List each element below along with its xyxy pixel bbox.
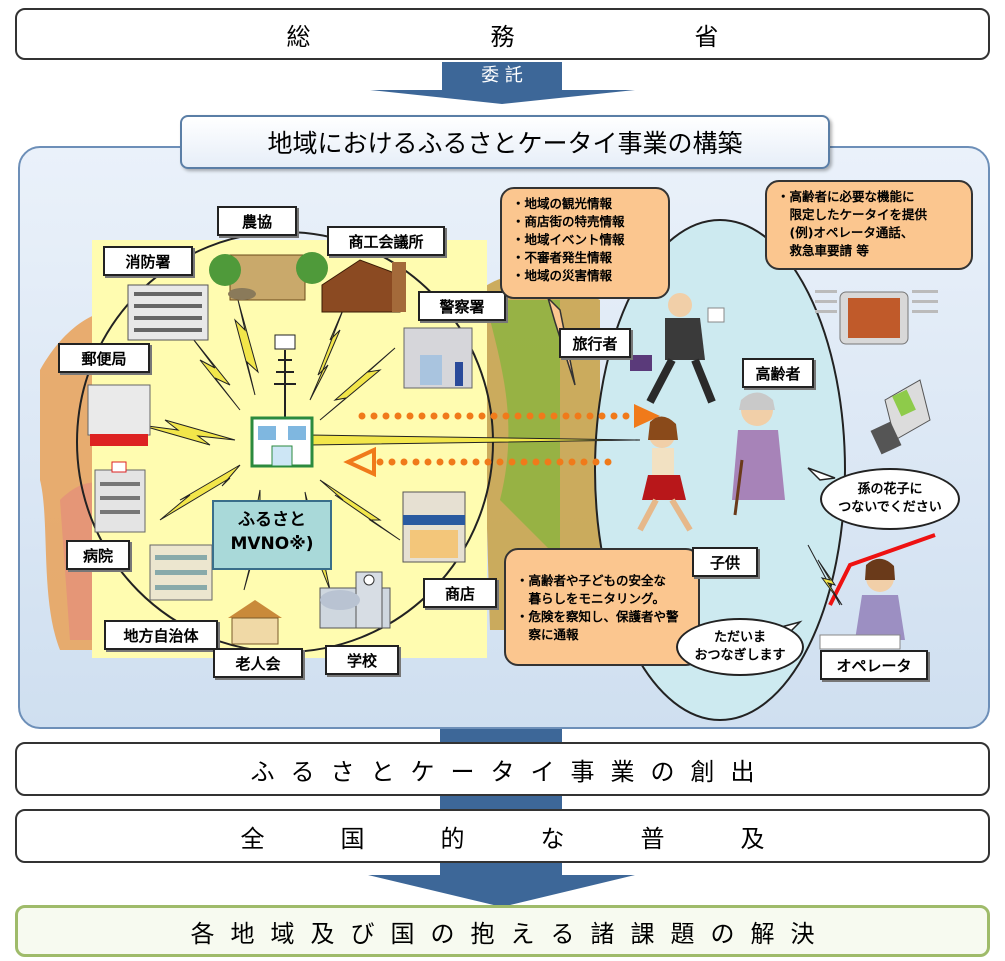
bar4-char: 国 (390, 919, 415, 948)
tourist-info-box: ・地域の観光情報 ・商店街の特売情報 ・地域イベント情報 ・不審者発生情報 ・地… (500, 187, 670, 299)
bar2-char: ふ (250, 757, 275, 786)
bar4-char: 域 (270, 919, 295, 948)
label-nokyo: 農協 (217, 206, 297, 236)
bar-solve-issues: 各 地 域 及 び 国 の 抱 え る 諸 課 題 の 解 決 (15, 905, 990, 957)
bar4-char: 決 (790, 919, 815, 948)
bar3-char: 及 (740, 824, 765, 853)
bar2-char: イ (530, 757, 555, 786)
bar2-char: 出 (730, 757, 755, 786)
label-child: 子供 (692, 547, 758, 577)
bar4-char: 抱 (470, 919, 495, 948)
label-yubinkyoku: 郵便局 (58, 343, 150, 373)
label-gakko: 学校 (325, 645, 399, 675)
bar2-char: ー (450, 757, 475, 786)
label-shobosho: 消防署 (103, 246, 193, 276)
bar-create-business: ふ る さ と ケ ー タ イ 事 業 の 創 出 (15, 742, 990, 796)
label-elderly: 高齢者 (742, 358, 814, 388)
entrust-label: 委 託 (481, 65, 523, 86)
ministry-char: 総 (286, 22, 311, 51)
bar4-char: 題 (670, 919, 695, 948)
label-operator: オペレータ (820, 650, 928, 680)
bar4-char: の (710, 919, 735, 948)
bar2-char: ケ (410, 757, 435, 786)
bar2-char: る (290, 757, 315, 786)
bubble-grandchild-line: つないでください (838, 500, 942, 515)
ministry-char: 省 (694, 22, 719, 51)
elderly-info-box: ・高齢者に必要な機能に 限定したケータイを提供 (例)オペレータ通話、 救急車要… (765, 180, 973, 270)
bar4-char: 解 (750, 919, 775, 948)
label-rojinkai: 老人会 (213, 648, 303, 678)
mvno-line1: ふるさと (238, 510, 306, 530)
elderly-info-line: 救急車要請 等 (777, 243, 869, 258)
connector-arrow (440, 729, 562, 743)
bar4-char: る (550, 919, 575, 948)
bar4-char: 課 (630, 919, 655, 948)
bar4-char: 諸 (590, 919, 615, 948)
bar4-char: 各 (190, 919, 215, 948)
bar2-char: タ (490, 757, 515, 786)
bar3-char: な (540, 824, 565, 853)
bar2-char: 事 (570, 757, 595, 786)
tourist-info-line: ・地域イベント情報 (512, 232, 625, 247)
label-keisatsusho: 警察署 (418, 291, 506, 321)
bar3-char: 全 (240, 824, 265, 853)
ministry-bar: 総 務 省 (15, 8, 990, 60)
elderly-info-line: (例)オペレータ通話、 (777, 225, 914, 240)
bubble-operator-line: おつなぎします (694, 648, 786, 663)
child-info-box: ・高齢者や子どもの安全な 暮らしをモニタリング。 ・危険を察知し、保護者や警 察… (504, 548, 700, 666)
bar4-char: え (510, 919, 535, 948)
label-byoin: 病院 (66, 540, 130, 570)
label-shoten: 商店 (423, 578, 497, 608)
child-info-line: ・高齢者や子どもの安全な (516, 573, 667, 588)
tourist-info-line: ・商店街の特売情報 (512, 214, 625, 229)
project-title: 地域におけるふるさとケータイ事業の構築 (180, 115, 830, 169)
label-traveler: 旅行者 (559, 328, 631, 358)
label-chiho-jichitai: 地方自治体 (104, 620, 218, 650)
tourist-info-line: ・地域の観光情報 (512, 196, 613, 211)
bar3-char: 国 (340, 824, 365, 853)
bar2-char: さ (330, 757, 355, 786)
bar2-char: と (370, 757, 395, 786)
bar4-char: 地 (230, 919, 255, 948)
child-info-line: ・危険を察知し、保護者や警 (516, 609, 679, 624)
bar3-char: 普 (640, 824, 665, 853)
tourist-info-line: ・不審者発生情報 (512, 250, 613, 265)
bar2-char: 業 (610, 757, 635, 786)
bubble-grandchild-line: 孫の花子に (857, 482, 923, 497)
child-info-line: 察に通報 (516, 627, 579, 642)
bar4-char: 及 (310, 919, 335, 948)
child-info-line: 暮らしをモニタリング。 (516, 591, 666, 606)
bubble-grandchild: 孫の花子に つないでください (820, 468, 960, 530)
tourist-info-line: ・地域の災害情報 (512, 268, 613, 283)
bubble-operator-reply: ただいま おつなぎします (676, 618, 804, 676)
bar4-char: の (430, 919, 455, 948)
elderly-info-line: 限定したケータイを提供 (777, 207, 928, 222)
bar2-char: の (650, 757, 675, 786)
bar-nationwide: 全 国 的 な 普 及 (15, 809, 990, 863)
bubble-operator-line: ただいま (713, 630, 766, 645)
ministry-char: 務 (490, 22, 515, 51)
mvno-box: ふるさと MVNO※) (212, 500, 332, 570)
bar4-char: び (350, 919, 375, 948)
connector-arrow (440, 795, 562, 810)
mvno-line2: MVNO※) (230, 534, 314, 554)
bar2-char: 創 (690, 757, 715, 786)
bar3-char: 的 (440, 824, 465, 853)
label-shokokai: 商工会議所 (327, 226, 445, 256)
elderly-info-line: ・高齢者に必要な機能に (777, 189, 915, 204)
